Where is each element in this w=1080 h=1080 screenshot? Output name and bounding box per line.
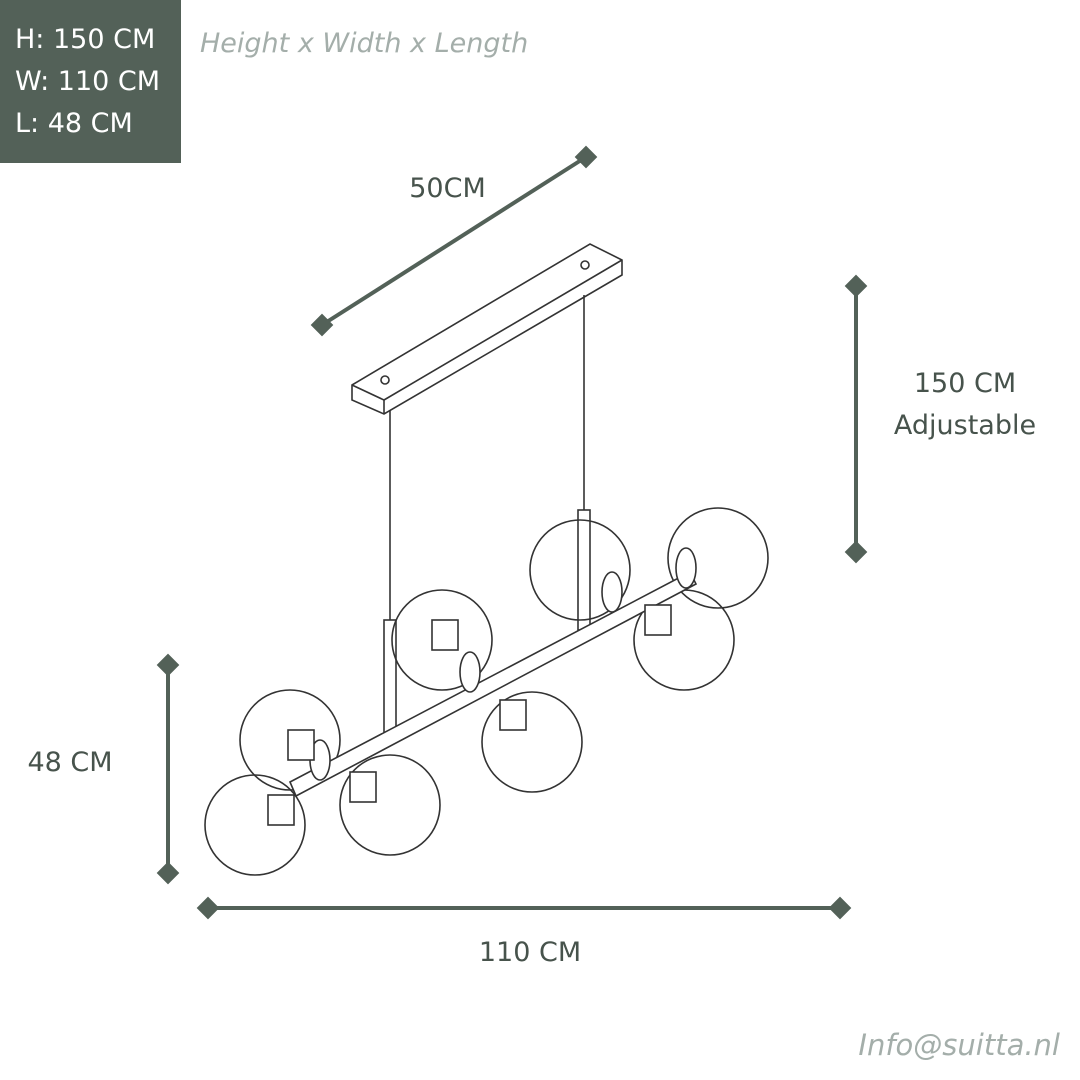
canopy-dimension-label: 50CM xyxy=(409,173,486,204)
sockets xyxy=(267,547,697,826)
dimensions-summary-box: H: 150 CM W: 110 CM L: 48 CM xyxy=(0,0,181,163)
main-bar xyxy=(288,570,698,798)
dimension-order-caption: Height x Width x Length xyxy=(200,28,529,59)
depth-dimension-label: 48 CM xyxy=(27,747,113,778)
canopy-dimension-line xyxy=(320,155,588,327)
dimension-lines xyxy=(156,145,868,920)
lamp-drawing xyxy=(204,243,769,876)
width-dimension-label: 110 CM xyxy=(478,937,582,968)
height-spec: H: 150 CM xyxy=(15,24,156,55)
length-spec: L: 48 CM xyxy=(15,108,133,139)
contact-email: Info@suitta.nl xyxy=(858,1028,1060,1062)
drop-dimension-label: 150 CM xyxy=(913,368,1017,399)
drop-adjustable-note: Adjustable xyxy=(893,410,1037,441)
width-spec: W: 110 CM xyxy=(15,66,161,97)
canopy xyxy=(351,243,623,415)
